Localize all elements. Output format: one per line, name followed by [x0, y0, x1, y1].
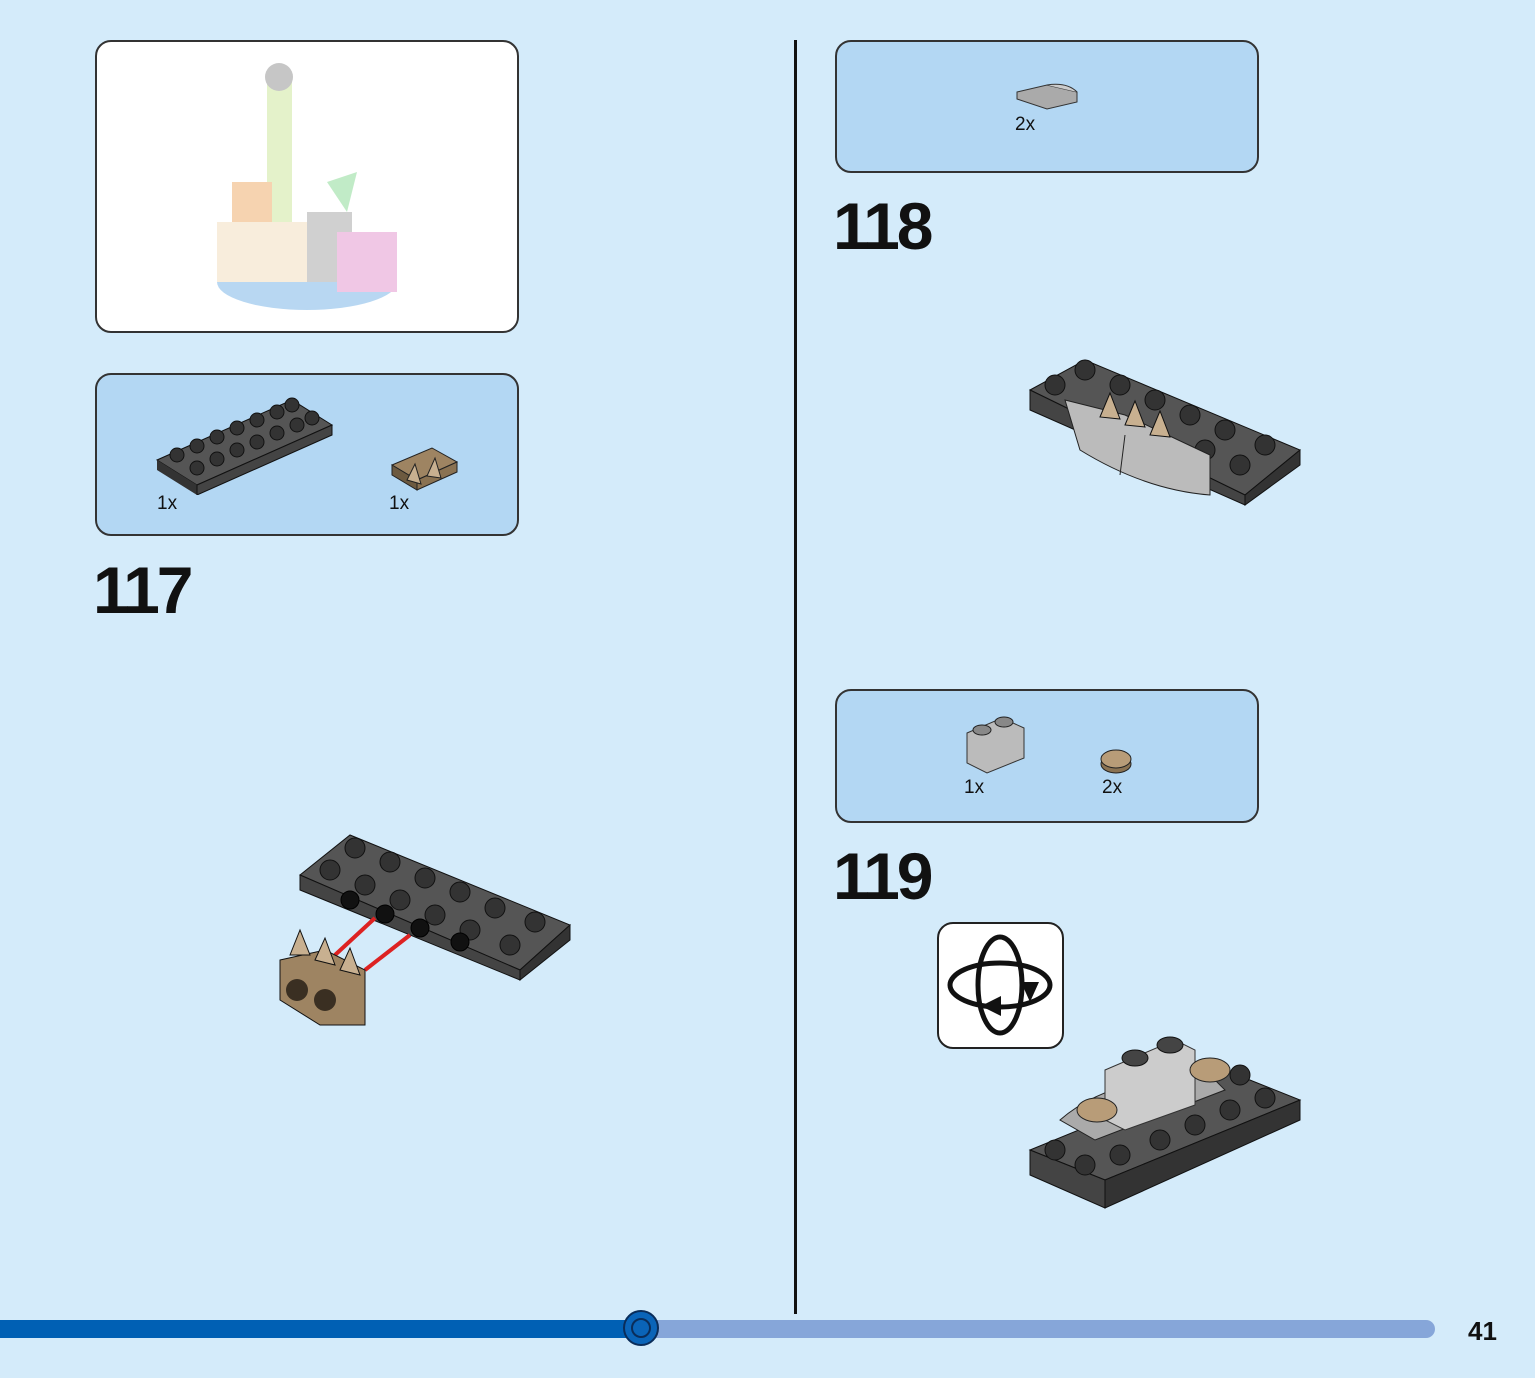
rotate-model-callout — [937, 922, 1064, 1049]
part-quantity: 2x — [1102, 777, 1123, 798]
rotate-icon — [947, 934, 1053, 1036]
step-number: 117 — [93, 553, 193, 627]
part-light-gray-curved-slope — [1016, 83, 1078, 110]
part-tan-round-tile — [1100, 749, 1132, 774]
model-preview-image — [217, 63, 397, 310]
part-dark-gray-plate — [155, 397, 334, 495]
progress-indicator — [623, 1310, 660, 1346]
step-118-parts-list: 2x — [835, 40, 1259, 173]
step-number: 118 — [833, 189, 933, 263]
part-quantity: 1x — [389, 493, 410, 514]
part-tan-spiked-brick — [390, 447, 459, 491]
step-117-assembly-image — [279, 834, 571, 1026]
step-118-assembly-image — [1028, 359, 1301, 506]
column-divider — [794, 40, 797, 1314]
part-light-gray-double-round-brick — [966, 716, 1025, 774]
step-119-parts-list: 1x 2x — [835, 689, 1259, 823]
step-number: 119 — [833, 839, 933, 913]
model-preview-panel — [95, 40, 519, 333]
step-119-assembly-image — [1028, 1036, 1302, 1209]
part-quantity: 1x — [157, 493, 178, 514]
part-quantity: 2x — [1015, 114, 1036, 135]
progress-fill — [0, 1320, 642, 1338]
step-117-parts-list: 1x 1x — [95, 373, 519, 536]
part-quantity: 1x — [964, 777, 985, 798]
page-number: 41 — [1468, 1316, 1497, 1346]
